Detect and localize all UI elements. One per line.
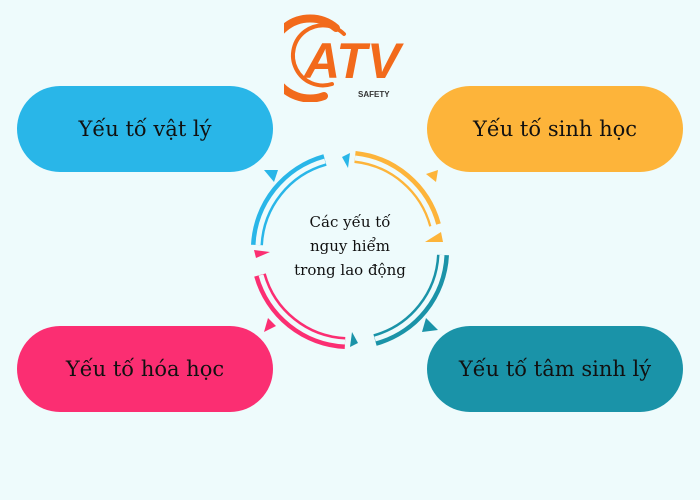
factor-chemical-label: Yếu tố hóa học (65, 357, 225, 381)
factor-biological: Yếu tố sinh học (427, 86, 683, 172)
arrow-chemical (254, 250, 346, 349)
logo-text: ATV (302, 33, 404, 89)
factor-chemical: Yếu tố hóa học (17, 326, 273, 412)
center-label: Các yếu tố nguy hiểm trong lao động (280, 210, 420, 282)
factor-psychological-label: Yếu tố tâm sinh lý (458, 357, 652, 381)
cycle-arrows (251, 151, 449, 349)
factor-biological-label: Yếu tố sinh học (472, 117, 638, 141)
factor-physical: Yếu tố vật lý (17, 86, 273, 172)
logo-subtext: SAFETY (358, 90, 390, 99)
arrow-biological (354, 151, 443, 242)
factor-psychological: Yếu tố tâm sinh lý (427, 326, 683, 412)
atv-safety-logo: ATV SAFETY (284, 14, 404, 102)
center-line-1: Các yếu tố (309, 213, 391, 231)
center-line-3: trong lao động (294, 261, 406, 279)
arrow-physical (251, 153, 350, 246)
arrow-psychological (350, 254, 449, 347)
center-line-2: nguy hiểm (309, 237, 391, 255)
factor-physical-label: Yếu tố vật lý (78, 117, 212, 141)
